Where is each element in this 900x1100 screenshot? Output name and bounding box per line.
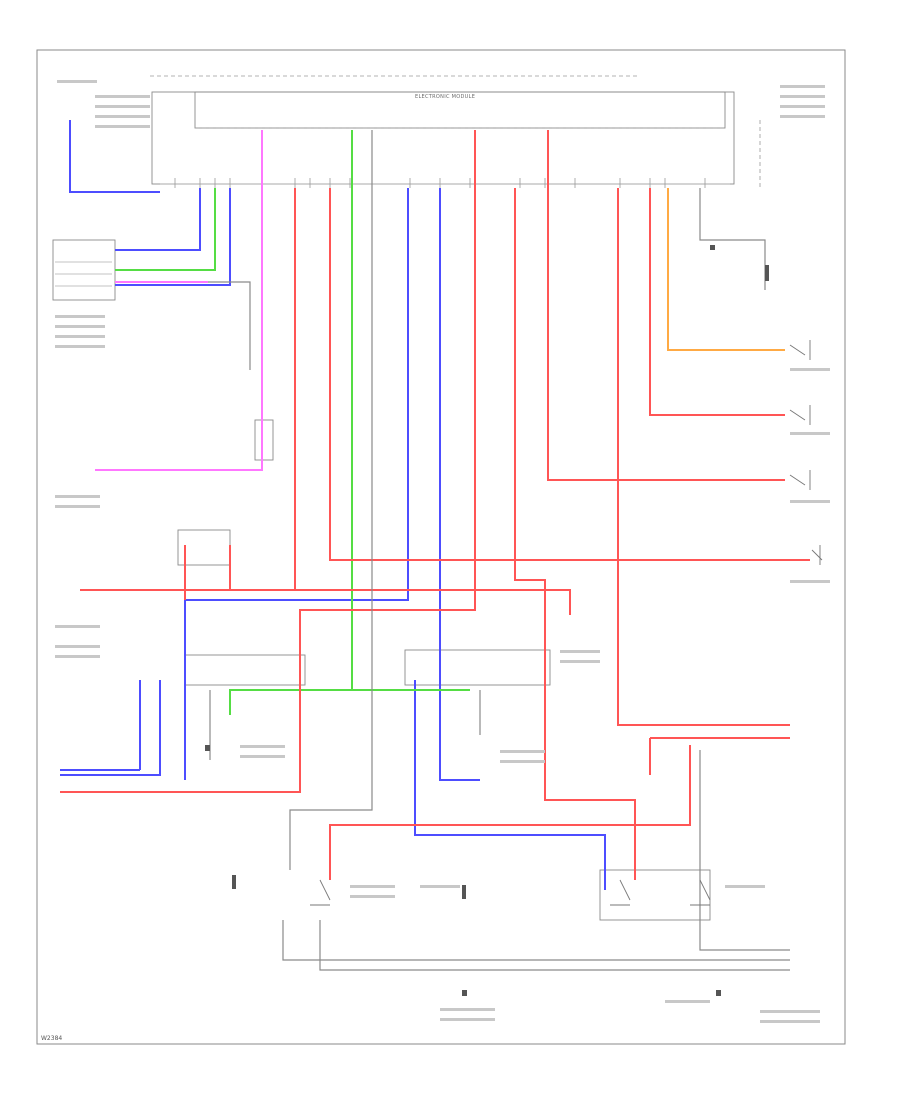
- switch-assembly-center: [404, 649, 551, 686]
- red-wire-bottom-loop: [329, 745, 691, 880]
- ground-symbol-bottom-center: [462, 990, 467, 996]
- blue-wire-lower-left-2: [60, 680, 141, 771]
- red-wire-left-bus: [80, 589, 571, 615]
- ground-symbol-right: [710, 245, 715, 250]
- orange-wires: [667, 188, 785, 351]
- component-bottom-center: [462, 885, 466, 899]
- switch-bottom-1: [310, 879, 331, 906]
- electronic-module: ELECTRONIC MODULE: [151, 91, 735, 185]
- green-wire-center-drop: [229, 130, 353, 715]
- blue-wire-top-left: [69, 120, 160, 193]
- component-right: [765, 265, 769, 281]
- red-wire-relay-legs: [184, 545, 231, 600]
- right-switches: [310, 340, 823, 906]
- blue-wire-bottom-loop: [414, 680, 606, 890]
- pink-wires: [95, 130, 263, 471]
- green-wires: [115, 130, 470, 715]
- blue-wire-lower-left-1: [60, 680, 161, 776]
- blue-wires: [60, 120, 606, 890]
- red-wires: [60, 130, 810, 880]
- red-wire-lower-left: [60, 690, 301, 793]
- component-bottom-left: [232, 875, 236, 889]
- red-wire-horizontal-mid: [329, 188, 810, 561]
- red-wire-right-long: [617, 188, 790, 726]
- red-wire-right-upper: [547, 130, 785, 481]
- left-control-box: [52, 239, 116, 301]
- ground-symbol-bottom-right: [716, 990, 721, 996]
- switch-4: [811, 545, 823, 565]
- electronic-module-inner-box: [194, 91, 726, 129]
- gray-wire-center-thin: [289, 130, 373, 870]
- orange-wire-right: [667, 188, 785, 351]
- switch-3: [789, 470, 811, 490]
- switch-assembly-lower-right: [599, 869, 711, 921]
- blue-wire-center: [439, 188, 480, 781]
- switch-assembly-left: [184, 654, 306, 686]
- gray-wire-bottom-1: [319, 920, 790, 971]
- left-control-box-rows: [55, 261, 112, 287]
- blue-wire-control-2: [115, 188, 231, 286]
- switch-1: [789, 340, 811, 360]
- red-wire-right-branch: [649, 737, 790, 775]
- red-wire-center-drop: [299, 130, 476, 690]
- switch-bottom-2: [610, 879, 631, 906]
- green-wire-control: [115, 188, 216, 271]
- gray-wire-left-connector: [208, 281, 251, 370]
- switch-2: [789, 405, 811, 425]
- red-wire-center-right: [514, 188, 636, 880]
- gray-wire-bottom-3: [699, 750, 790, 951]
- ground-symbols: [205, 245, 769, 996]
- label-marks: [55, 80, 830, 1023]
- connector-mid-left: [254, 419, 274, 461]
- ground-symbol-left: [205, 745, 210, 751]
- blue-wire-control-1: [115, 188, 201, 251]
- blue-wire-center-left: [184, 188, 409, 780]
- electronic-module-outer-box: [151, 91, 735, 185]
- switch-bottom-3: [690, 879, 711, 906]
- gray-wire-right-top: [699, 188, 766, 290]
- module-pin-ticks: [174, 178, 706, 188]
- pink-wire-left: [95, 130, 263, 471]
- gray-wire-bottom-2: [282, 920, 790, 961]
- diagram-frame: [36, 49, 846, 1045]
- diagram-code: W2384: [41, 1035, 62, 1042]
- red-wire-right-mid: [649, 188, 785, 416]
- electronic-module-title: ELECTRONIC MODULE: [415, 94, 475, 100]
